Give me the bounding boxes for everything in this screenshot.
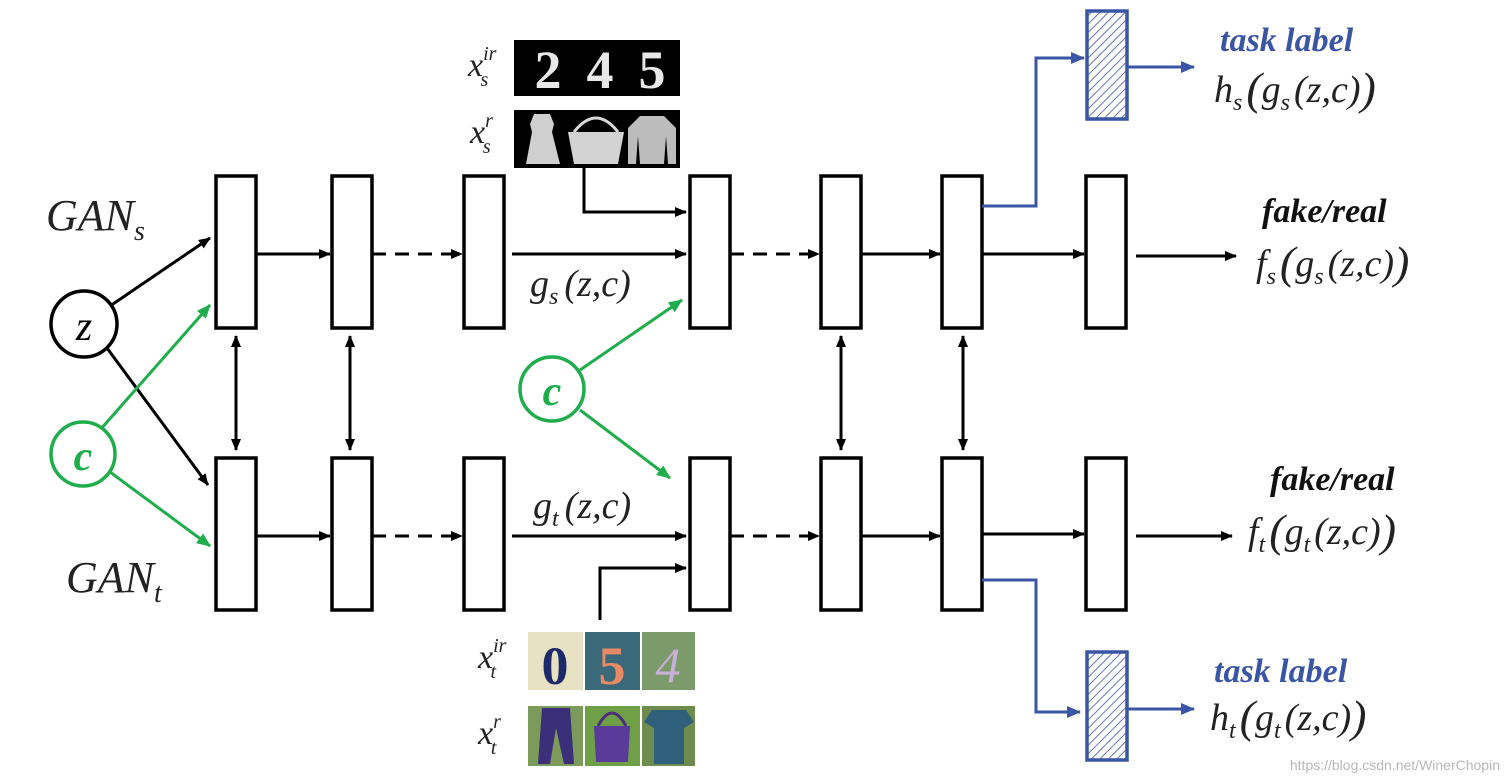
xt-ir-digit-2: 5 [599, 636, 626, 696]
gan-s-label: GANs [46, 191, 145, 247]
task-label-top: task label [1220, 22, 1354, 59]
gan-t-layer-6 [940, 456, 984, 612]
gan-t-layer-1 [214, 456, 258, 612]
xs-ir-image: 2 4 5 [514, 40, 680, 100]
c-node-middle-label: c [543, 369, 562, 415]
dress-icon [526, 114, 560, 164]
z-to-gan-s [109, 236, 211, 308]
c-left-to-gan-s [98, 304, 212, 431]
c-node-left [49, 420, 117, 488]
z-to-gan-t [102, 343, 210, 486]
fake-real-top: fake/real [1262, 193, 1387, 230]
gan-s-layer-1 [214, 174, 258, 330]
task-label-bottom: task label [1214, 653, 1348, 690]
fake-real-bottom: fake/real [1270, 461, 1395, 498]
gan-t-layer-2 [330, 456, 374, 612]
gt-formula: gt(z,c) [533, 485, 631, 532]
xs-ir-digit-1: 2 [535, 40, 562, 100]
gan-t-label: GANt [66, 553, 163, 609]
gs-formula: gs(z,c) [530, 263, 631, 310]
gan-s-layer-6 [940, 174, 984, 330]
gan-s-layer-2 [330, 174, 374, 330]
task-branch-top [982, 52, 1085, 208]
c-node-middle [518, 355, 586, 423]
gan-t-layer-3 [462, 456, 506, 612]
gan-t-discriminator [1084, 456, 1128, 612]
hs-formula: hs(gs(z,c)) [1214, 63, 1376, 116]
gan-s-layer-3 [462, 174, 506, 330]
bag-icon [572, 116, 620, 133]
xs-ir-digit-2: 4 [587, 40, 614, 100]
ht-formula: ht(gt(z,c)) [1210, 691, 1366, 744]
tshirt-icon [644, 710, 694, 764]
trousers-icon [538, 708, 574, 764]
bag-icon [596, 711, 628, 727]
c-mid-to-gan-t [579, 408, 671, 480]
fs-formula: fs(gs(z,c)) [1256, 237, 1409, 290]
c-node-left-label: c [74, 434, 93, 480]
task-branch-bottom [982, 578, 1081, 718]
gan-t-layer-4 [688, 456, 732, 612]
task-classifier-top [1085, 9, 1129, 121]
arrow-xs-in [582, 168, 687, 217]
gan-t-layer-5 [819, 456, 863, 612]
xt-ir-image: 0 5 4 [528, 632, 695, 696]
watermark: https://blog.csdn.net/WinerChopin [1289, 757, 1500, 773]
xs-ir-digit-3: 5 [639, 40, 666, 100]
gan-s-layer-5 [819, 174, 863, 330]
task-classifier-bottom [1085, 650, 1129, 762]
xs-r-image [514, 110, 680, 168]
gan-s-layer-4 [688, 174, 732, 330]
arrow-xt-in [598, 563, 687, 620]
z-node [49, 289, 119, 359]
xt-r-image [528, 706, 695, 766]
c-left-to-gan-t [109, 470, 211, 548]
z-node-label: z [75, 304, 92, 350]
c-mid-to-gan-s [579, 298, 683, 372]
pullover-icon [628, 116, 676, 164]
xt-ir-digit-3: 4 [656, 637, 681, 693]
ft-formula: ft(gt(z,c)) [1248, 505, 1396, 558]
xt-ir-digit-1: 0 [542, 636, 569, 696]
gan-s-discriminator [1084, 174, 1128, 330]
